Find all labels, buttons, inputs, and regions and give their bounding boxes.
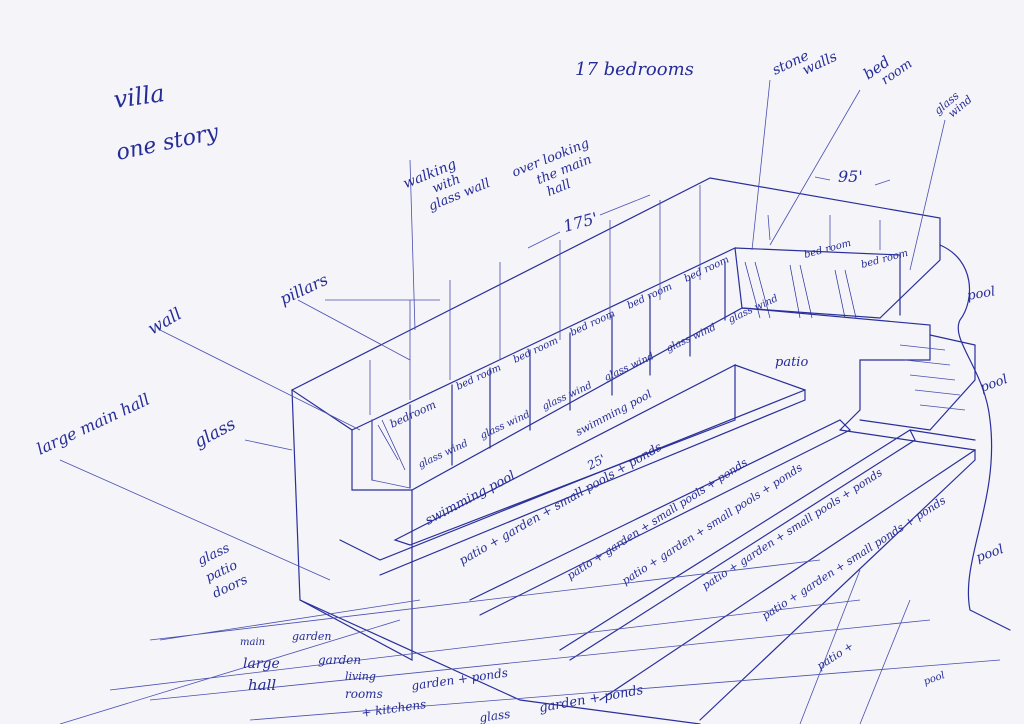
title-villa: villa [112,79,166,114]
window-label: glass wind [727,293,780,326]
room-label: bedroom [388,398,438,431]
pool-label-3: pool [974,542,1006,566]
pool-label-1: pool [966,284,996,304]
terrace-labels: patio + garden + small pools + ponds pat… [457,440,949,673]
rooms-label: rooms [345,687,383,701]
pool-label-bottom: pool [922,670,946,688]
garden-ponds-label: garden + ponds [410,666,508,693]
window-label: glass wind [665,322,718,355]
garden-ponds-label-2: garden + ponds [538,683,645,716]
hall-label: hall [248,676,276,694]
length-95: 95' [838,167,863,186]
bedroom-count: 17 bedrooms [575,59,694,80]
swimming-pool-label: swimming pool [423,468,518,528]
window-label: glass wind [541,380,594,413]
bedroom-row: bedroom bed room bed room bed room bed r… [388,238,910,471]
large-main-hall-label: large main hall [34,390,153,459]
main-label: main [240,637,265,648]
large-label: large [243,656,280,672]
glass-label: glass [191,414,239,452]
living-label: living [345,670,376,683]
room-label: bed room [803,238,852,261]
glass-label-bottom: glass [478,707,511,724]
window-label: glass wind [603,351,656,384]
garden-label: garden [292,630,332,643]
pool-label-2: pool [978,372,1010,396]
patio-label: patio [775,355,808,370]
window-label: glass wind [479,409,532,442]
window-label: glass wind [417,438,470,471]
terrace-label: patio + [815,639,856,672]
garden-label-2: garden [318,653,361,667]
building-lines [59,79,1011,724]
room-label: bed room [860,248,909,271]
terrace-label: patio + garden + small pools + ponds [457,440,665,568]
length-175: 175' [561,208,600,235]
terrace-label: patio + garden + small ponds + ponds [760,494,949,623]
title-one-story: one story [114,120,221,166]
wall-label: wall [145,304,186,339]
